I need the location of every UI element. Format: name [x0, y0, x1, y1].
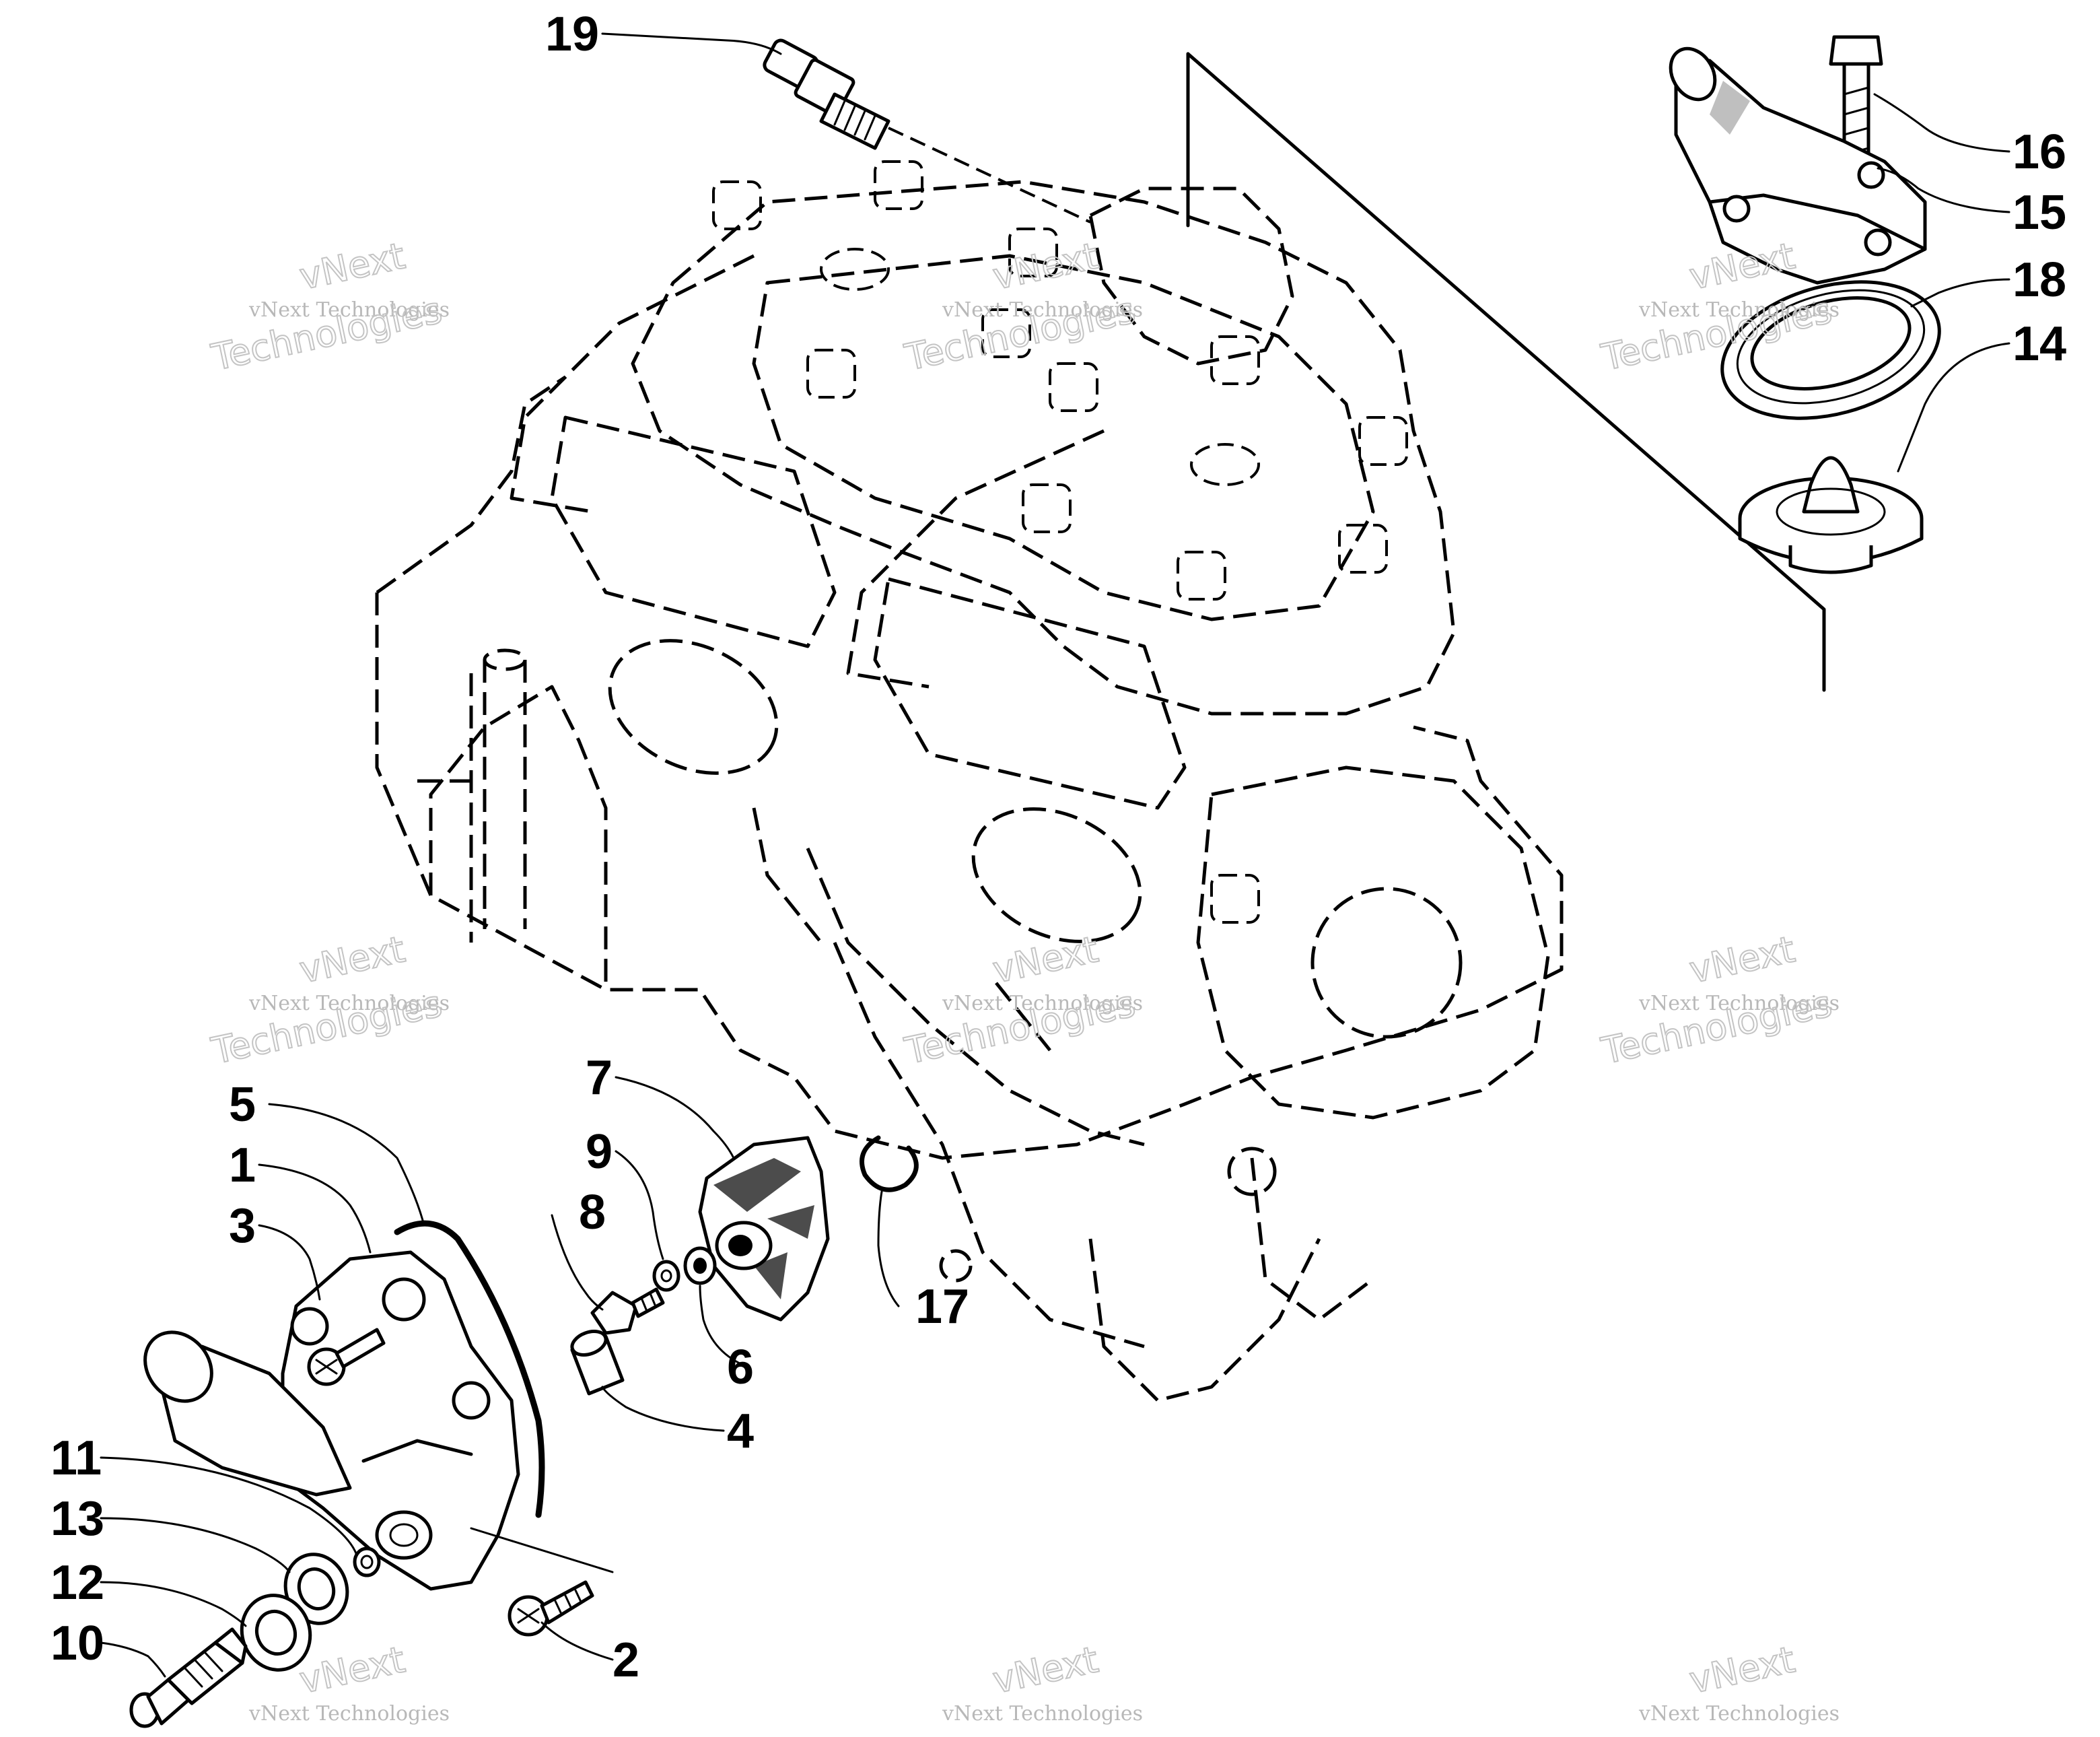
callout-14: 14 — [2013, 317, 2066, 371]
watermark-8: vNext vNext Technologies — [942, 1637, 1143, 1726]
svg-text:vNext Technologies: vNext Technologies — [248, 992, 450, 1015]
svg-text:vNext Technologies: vNext Technologies — [248, 298, 450, 322]
callout-2: 2 — [612, 1633, 639, 1687]
watermark-1: vNext vNext Technologies Technologies — [207, 234, 450, 380]
callout-4: 4 — [727, 1404, 754, 1458]
callout-7: 7 — [586, 1051, 612, 1105]
callout-labels: 19 16 15 18 14 5 1 3 7 9 8 6 4 17 11 13 … — [50, 7, 2066, 1687]
svg-text:vNext: vNext — [296, 234, 409, 298]
part-4-spacer — [570, 1330, 625, 1396]
leader-lines — [100, 32, 2010, 1678]
engine-block-outline — [375, 160, 1564, 1402]
callout-5: 5 — [229, 1078, 256, 1132]
part-13-sealing-washer — [283, 1553, 349, 1625]
svg-text:vNext: vNext — [989, 928, 1102, 991]
callout-15: 15 — [2013, 186, 2066, 240]
part-8-bolt — [590, 1287, 665, 1335]
callout-11: 11 — [50, 1431, 102, 1485]
callout-18: 18 — [2013, 253, 2066, 307]
part-14-thermostat — [1738, 456, 1924, 574]
svg-text:vNext: vNext — [1686, 928, 1798, 991]
svg-text:vNext: vNext — [296, 928, 409, 991]
watermark-6: vNext vNext Technologies Technologies — [1597, 927, 1840, 1073]
watermark-9: vNext vNext Technologies — [1638, 1637, 1840, 1726]
callout-8: 8 — [579, 1186, 606, 1239]
part-17-snap-ring — [860, 1135, 919, 1192]
part-18-gasket-ring — [1720, 280, 1941, 420]
callout-6: 6 — [727, 1340, 754, 1394]
svg-text:vNext: vNext — [1686, 234, 1798, 298]
callout-19: 19 — [545, 7, 599, 61]
part-9-washer — [652, 1260, 680, 1292]
watermark-4: vNext vNext Technologies Technologies — [207, 927, 450, 1073]
callout-10: 10 — [50, 1616, 104, 1670]
part-1-pump-cover — [143, 1250, 520, 1591]
svg-text:vNext Technologies: vNext Technologies — [942, 298, 1143, 322]
svg-text:vNext: vNext — [1686, 1638, 1798, 1701]
svg-text:vNext Technologies: vNext Technologies — [1638, 1702, 1840, 1726]
watermark-5: vNext vNext Technologies Technologies — [901, 927, 1143, 1073]
callout-12: 12 — [50, 1556, 104, 1610]
part-19-temperature-sensor — [763, 38, 1091, 224]
part-2-screw — [470, 1527, 614, 1637]
part-6-washer — [683, 1246, 717, 1285]
callout-9: 9 — [586, 1125, 612, 1179]
thermostat-inset-outline — [1186, 52, 1826, 692]
callout-16: 16 — [2013, 125, 2066, 179]
svg-text:vNext Technologies: vNext Technologies — [1638, 992, 1840, 1015]
callout-1: 1 — [229, 1138, 256, 1192]
svg-text:vNext: vNext — [989, 234, 1102, 298]
part-5-o-ring — [394, 1220, 545, 1518]
part-10-bleed-screw — [129, 1627, 248, 1728]
svg-text:vNext Technologies: vNext Technologies — [1638, 298, 1840, 322]
svg-text:vNext Technologies: vNext Technologies — [248, 1702, 450, 1726]
part-15-thermostat-housing — [1669, 46, 1927, 285]
svg-text:vNext: vNext — [989, 1638, 1102, 1701]
svg-text:vNext: vNext — [296, 1638, 409, 1701]
callout-3: 3 — [229, 1199, 256, 1253]
part-3-screw — [307, 1328, 386, 1386]
part-11-washer — [353, 1546, 381, 1577]
callout-13: 13 — [50, 1492, 104, 1546]
svg-text:vNext Technologies: vNext Technologies — [942, 992, 1143, 1015]
callout-17: 17 — [915, 1280, 969, 1334]
part-7-impeller — [698, 1136, 830, 1322]
part-12-nut — [240, 1594, 312, 1672]
svg-text:vNext Technologies: vNext Technologies — [942, 1702, 1143, 1726]
